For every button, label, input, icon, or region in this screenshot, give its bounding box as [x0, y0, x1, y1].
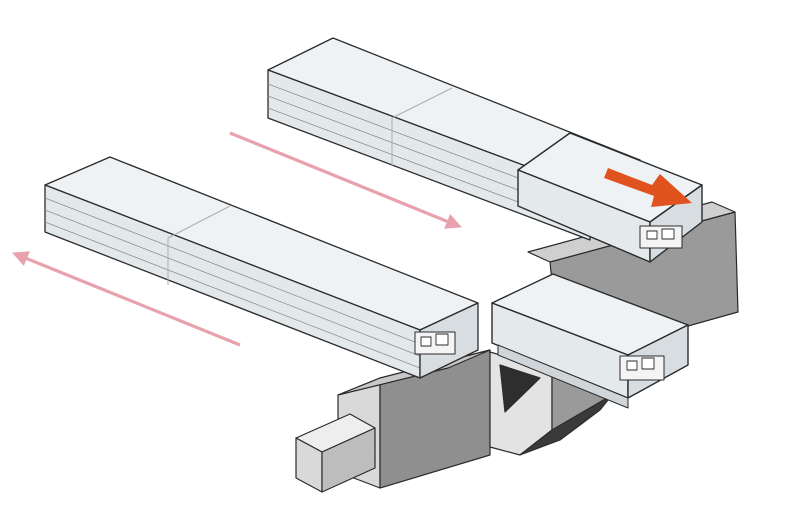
lower-conveyor: [44, 156, 479, 379]
upper-lane-flow-arrow: [229, 131, 462, 229]
transfer-carriage: [491, 273, 689, 409]
lower-lane-flow-arrow: [12, 251, 241, 347]
transfer-push-arrow: [604, 168, 692, 207]
